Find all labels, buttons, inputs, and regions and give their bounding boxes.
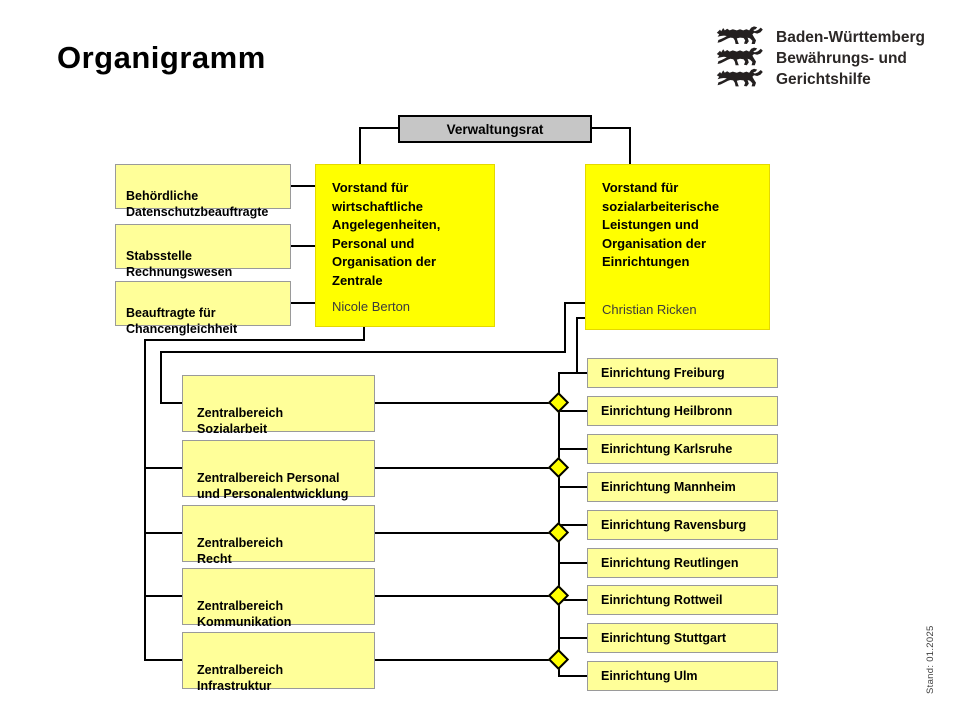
box-verwaltungsrat: Verwaltungsrat xyxy=(398,115,592,143)
connector-line xyxy=(291,245,315,247)
connector-line xyxy=(160,351,566,353)
connector-line xyxy=(558,524,587,526)
einrichtung-reutlingen-label: Einrichtung Reutlingen xyxy=(601,556,739,570)
connector-line xyxy=(558,675,587,677)
connector-line xyxy=(291,302,315,304)
connector-line xyxy=(558,372,587,374)
zentralbereich-recht-label: Zentralbereich Recht xyxy=(197,535,284,567)
connector-line xyxy=(558,562,587,564)
bw-three-lions-icon xyxy=(716,26,763,87)
stabsstelle-rechnungswesen-label: Stabsstelle Rechnungswesen xyxy=(126,249,233,279)
connector-line xyxy=(558,486,587,488)
page-title: Organigramm xyxy=(57,40,266,75)
box-vorstand-sozial: Vorstand für sozialarbeiterische Leistun… xyxy=(585,164,770,330)
stand-note: Stand: 01.2025 xyxy=(925,625,936,694)
connector-line xyxy=(144,659,182,661)
connector-line xyxy=(363,327,365,341)
connector-line xyxy=(291,185,315,187)
connector-line xyxy=(558,599,587,601)
box-zentralbereich-recht: Zentralbereich Recht xyxy=(182,505,375,566)
vorstand-wirtschaft-title: Vorstand für wirtschaftliche Angelegenhe… xyxy=(332,180,441,288)
connector-line xyxy=(577,317,585,319)
connector-line xyxy=(564,302,585,304)
connector-line xyxy=(144,595,182,597)
zentralbereich-sozialarbeit-label: Zentralbereich Sozialarbeit xyxy=(197,405,284,437)
vorstand-wirtschaft-name: Nicole Berton xyxy=(332,299,411,314)
einrichtung-heilbronn-label: Einrichtung Heilbronn xyxy=(601,404,733,418)
chancengleichheit-label: Beauftragte für Chancengleichheit xyxy=(126,306,238,336)
connector-line xyxy=(558,410,587,412)
datenschutzbeauftragte-label: Behördliche Datenschutzbeauftragte xyxy=(126,189,269,219)
einrichtung-karlsruhe-label: Einrichtung Karlsruhe xyxy=(601,442,733,456)
connector-line xyxy=(160,402,182,404)
box-chancengleichheit: Beauftragte für Chancengleichheit xyxy=(115,281,291,336)
einrichtung-freiburg-label: Einrichtung Freiburg xyxy=(601,366,725,380)
box-einrichtung-reutlingen: Einrichtung Reutlingen xyxy=(587,548,778,578)
logo-org-name: Baden-Württemberg Bewährungs- und Gerich… xyxy=(776,29,925,88)
einrichtung-ravensburg-label: Einrichtung Ravensburg xyxy=(601,518,747,532)
zentralbereich-personal-label: Zentralbereich Personal und Personalentw… xyxy=(197,470,349,502)
connector-line xyxy=(592,127,631,129)
connector-line xyxy=(375,595,559,597)
connector-line xyxy=(629,127,631,164)
vorstand-sozial-name: Christian Ricken xyxy=(602,302,697,317)
box-einrichtung-mannheim: Einrichtung Mannheim xyxy=(587,472,778,502)
einrichtung-ulm-label: Einrichtung Ulm xyxy=(601,669,698,683)
logo: Baden-Württemberg Bewährungs- und Gerich… xyxy=(716,26,925,90)
connector-line xyxy=(360,127,398,129)
box-einrichtung-ravensburg: Einrichtung Ravensburg xyxy=(587,510,778,540)
connector-line xyxy=(558,448,587,450)
junction-diamond xyxy=(547,648,570,671)
connector-line xyxy=(375,467,559,469)
box-datenschutzbeauftragte: Behördliche Datenschutzbeauftragte xyxy=(115,164,291,219)
box-einrichtung-karlsruhe: Einrichtung Karlsruhe xyxy=(587,434,778,464)
box-zentralbereich-kommunikation: Zentralbereich Kommunikation xyxy=(182,568,375,629)
box-zentralbereich-sozialarbeit: Zentralbereich Sozialarbeit xyxy=(182,375,375,436)
einrichtung-rottweil-label: Einrichtung Rottweil xyxy=(601,593,723,607)
box-vorstand-wirtschaft: Vorstand für wirtschaftliche Angelegenhe… xyxy=(315,164,495,327)
box-einrichtung-heilbronn: Einrichtung Heilbronn xyxy=(587,396,778,426)
einrichtung-mannheim-label: Einrichtung Mannheim xyxy=(601,480,736,494)
connector-line xyxy=(564,302,566,353)
box-stabsstelle-rechnungswesen: Stabsstelle Rechnungswesen xyxy=(115,224,291,279)
connector-line xyxy=(144,532,182,534)
connector-line xyxy=(144,339,146,661)
box-verwaltungsrat-label: Verwaltungsrat xyxy=(446,121,544,137)
einrichtung-stuttgart-label: Einrichtung Stuttgart xyxy=(601,631,726,645)
box-einrichtung-ulm: Einrichtung Ulm xyxy=(587,661,778,691)
junction-diamond xyxy=(547,456,570,479)
connector-line xyxy=(144,467,182,469)
vorstand-sozial-title: Vorstand für sozialarbeiterische Leistun… xyxy=(602,180,720,269)
connector-line xyxy=(144,339,365,341)
box-zentralbereich-infrastruktur: Zentralbereich Infrastruktur xyxy=(182,632,375,693)
box-zentralbereich-personal: Zentralbereich Personal und Personalentw… xyxy=(182,440,375,501)
connector-line xyxy=(375,532,559,534)
box-einrichtung-freiburg: Einrichtung Freiburg xyxy=(587,358,778,388)
connector-line xyxy=(359,127,361,164)
connector-line xyxy=(375,659,559,661)
connector-line xyxy=(558,637,587,639)
connector-line xyxy=(160,351,162,404)
connector-line xyxy=(576,317,578,373)
connector-line xyxy=(375,402,559,404)
box-einrichtung-rottweil: Einrichtung Rottweil xyxy=(587,585,778,615)
box-einrichtung-stuttgart: Einrichtung Stuttgart xyxy=(587,623,778,653)
junction-diamond xyxy=(547,584,570,607)
zentralbereich-infrastruktur-label: Zentralbereich Infrastruktur xyxy=(197,662,284,694)
zentralbereich-kommunikation-label: Zentralbereich Kommunikation xyxy=(197,598,292,630)
